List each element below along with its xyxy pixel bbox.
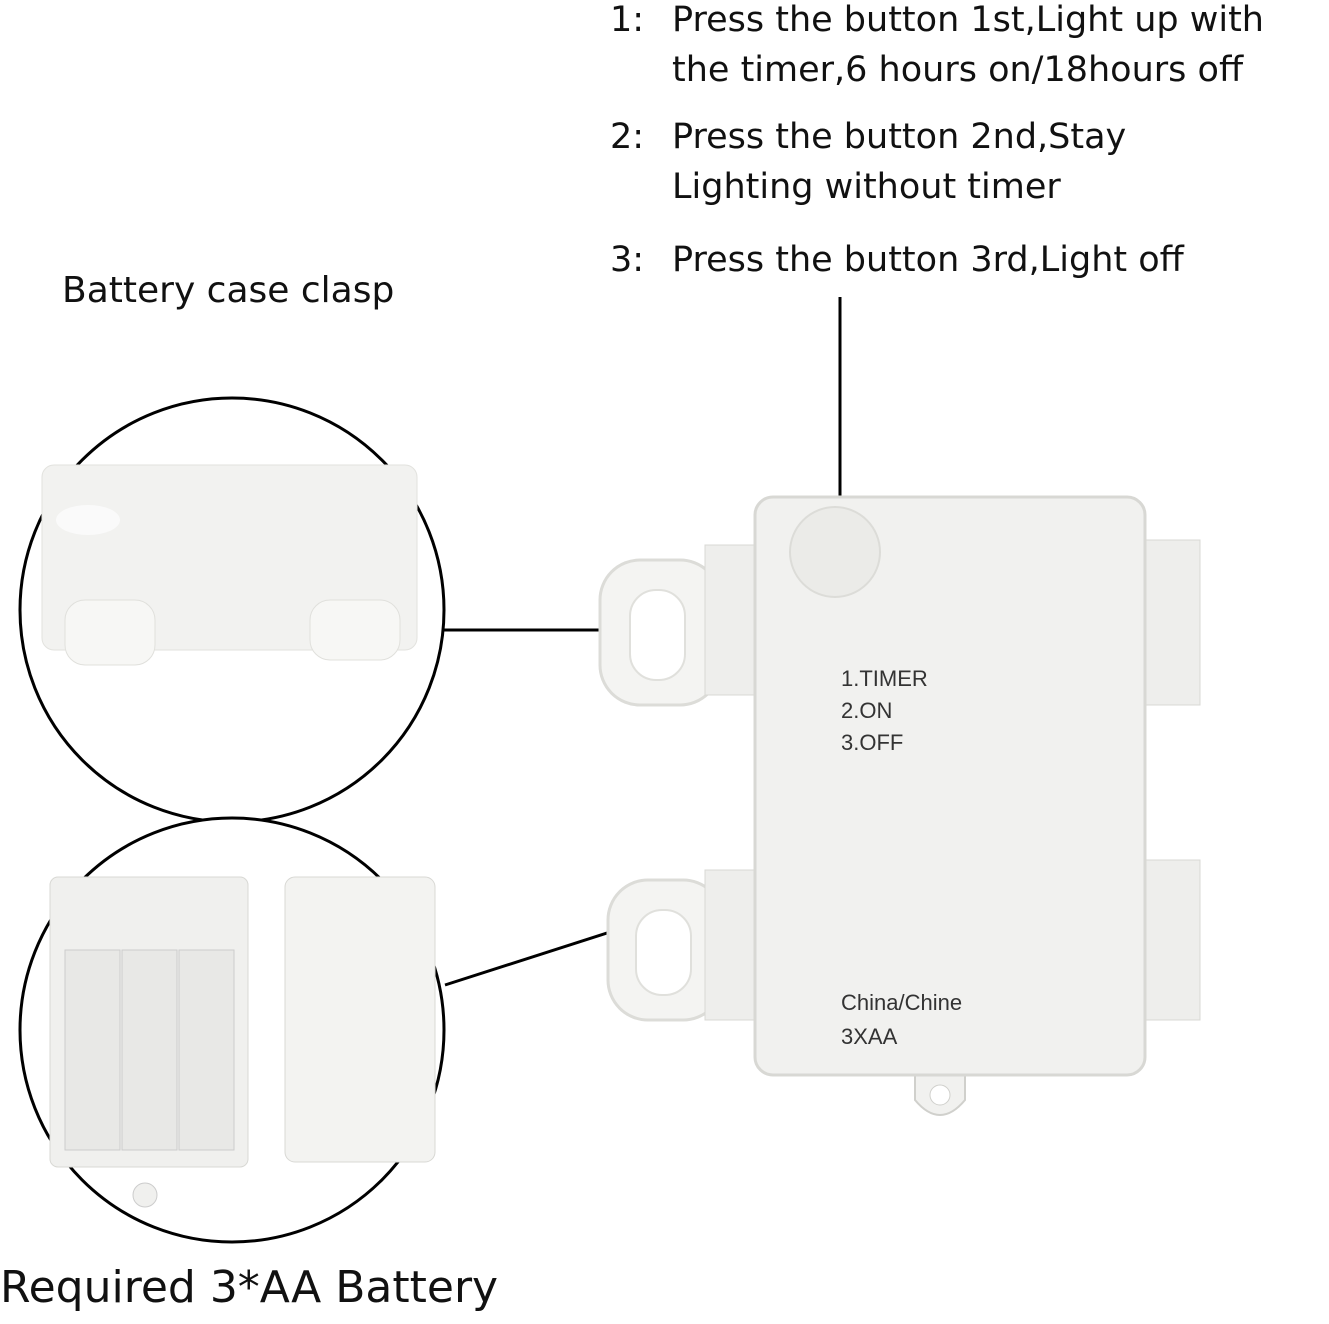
instruction-text: Lighting without timer bbox=[672, 167, 1061, 207]
instruction-text: Press the button 3rd,Light off bbox=[672, 240, 1184, 280]
box-mode-3: 3.OFF bbox=[841, 730, 904, 755]
instruction-number: 1: bbox=[610, 0, 645, 40]
battery-compartment-circle bbox=[18, 816, 446, 1244]
clasp-label: Battery case clasp bbox=[62, 270, 395, 311]
battery-box bbox=[598, 495, 1201, 1116]
instruction-number: 3: bbox=[610, 240, 645, 280]
mode-button bbox=[789, 506, 881, 598]
battery-requirement-label: Required 3*AA Battery bbox=[0, 1262, 499, 1313]
box-mode-1: 1.TIMER bbox=[841, 666, 928, 691]
box-battery-type: 3XAA bbox=[841, 1024, 898, 1049]
box-origin: China/Chine bbox=[841, 990, 963, 1015]
instruction-text: the timer,6 hours on/18hours off bbox=[672, 50, 1244, 90]
clasp-detail-circle bbox=[18, 396, 446, 824]
instruction-text: Press the button 2nd,Stay bbox=[672, 117, 1127, 157]
instruction-number: 2: bbox=[610, 117, 645, 157]
instruction-text: Press the button 1st,Light up with bbox=[672, 0, 1264, 40]
box-mode-2: 2.ON bbox=[841, 698, 893, 723]
